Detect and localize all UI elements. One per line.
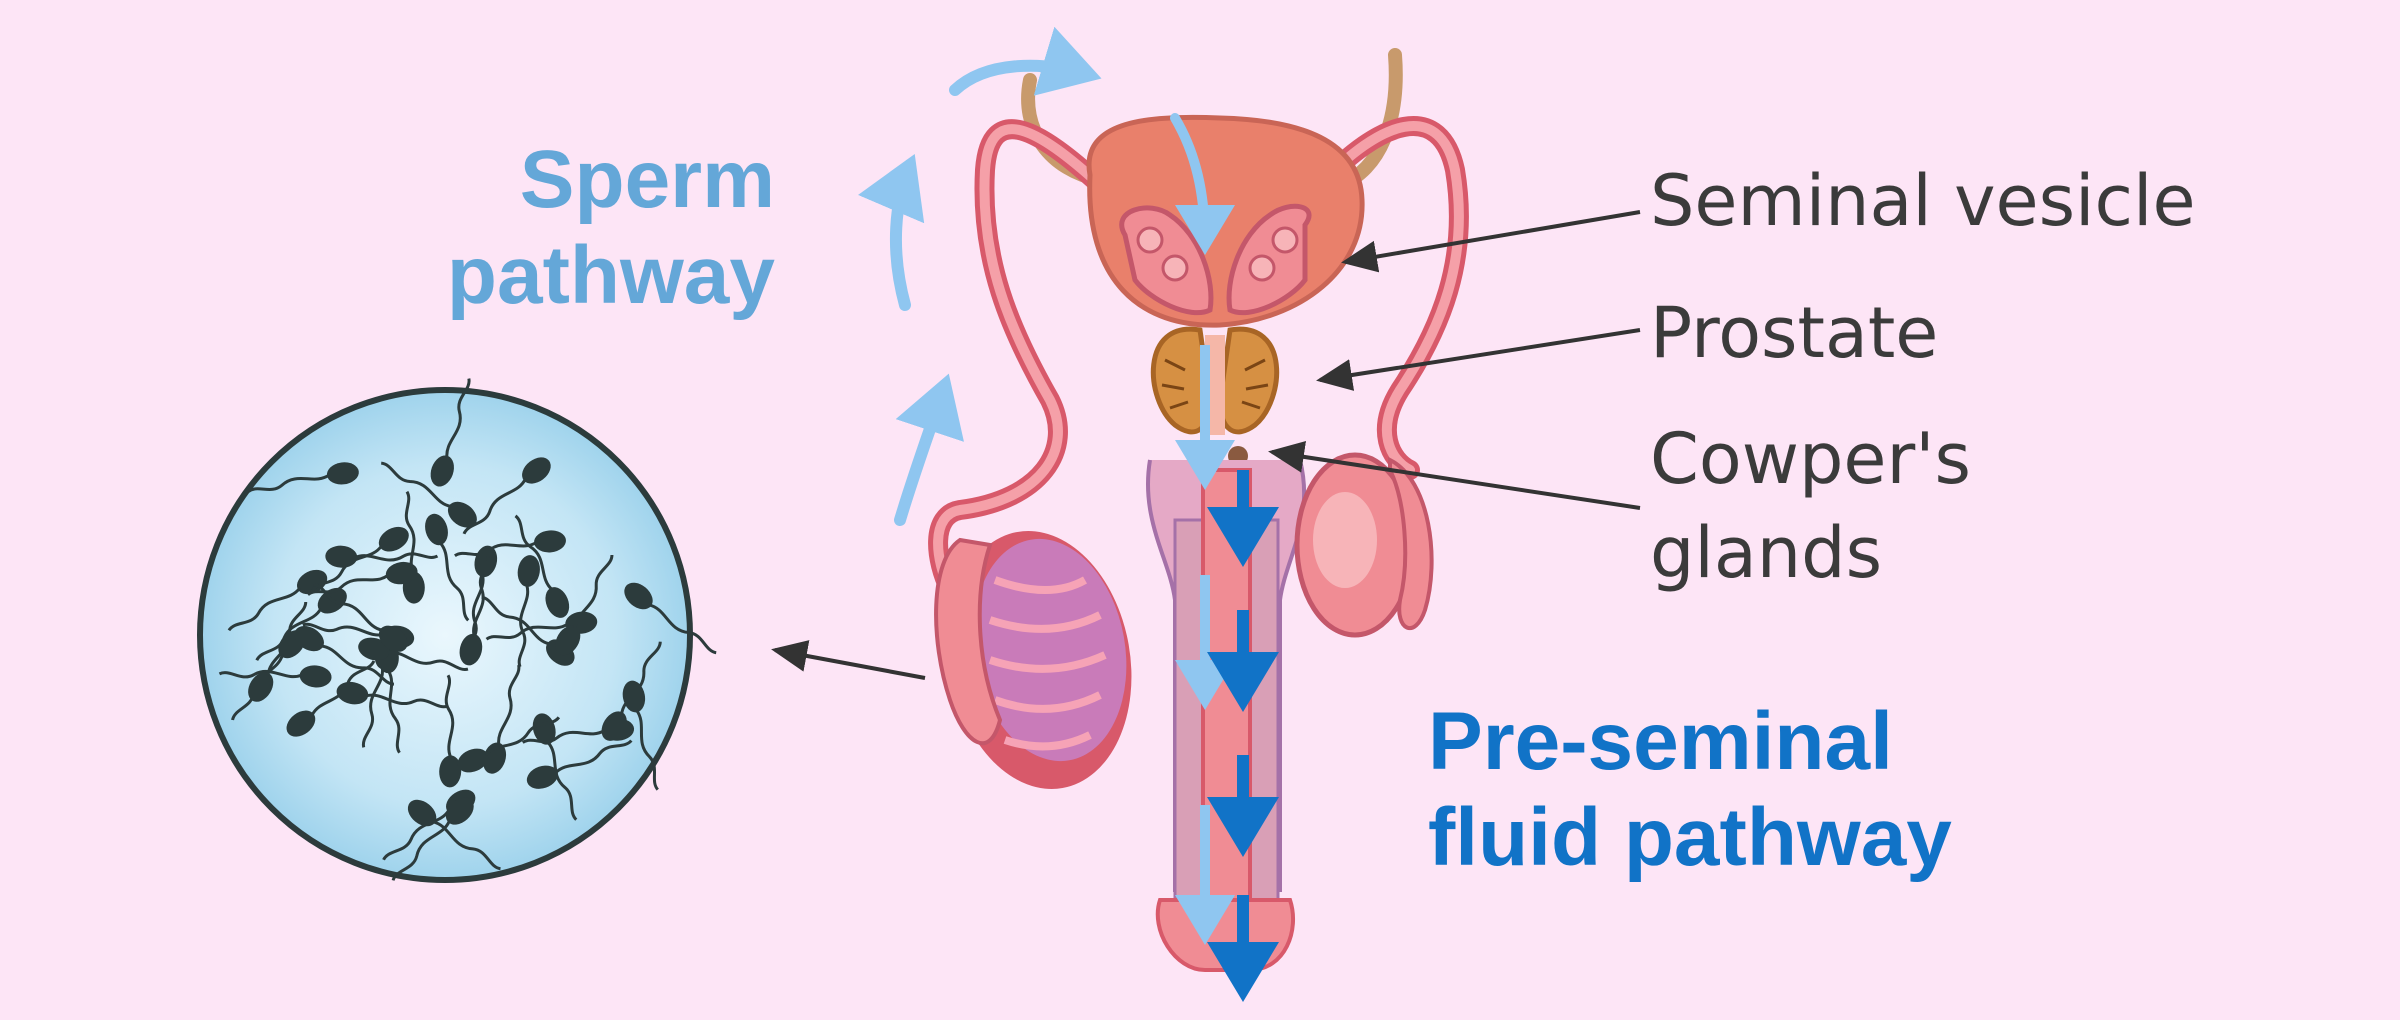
preseminal-pathway-line2: fluid pathway — [1428, 792, 1952, 883]
testis-right — [1294, 452, 1434, 638]
sperm-cell — [248, 601, 308, 702]
sperm-cell-magnification — [197, 378, 717, 883]
seminal-vesicles — [1119, 203, 1312, 316]
preseminal-pathway-line1: Pre-seminal — [1428, 696, 1893, 787]
sperm-cell — [462, 457, 551, 535]
sperm-cell — [218, 665, 332, 688]
sperm-cell — [517, 555, 540, 668]
sperm-cell — [325, 545, 439, 568]
sperm-cell — [521, 718, 635, 744]
sperm-cell — [457, 716, 561, 773]
sperm-cells — [218, 378, 717, 882]
sperm-cell — [313, 582, 408, 652]
testis-left — [934, 531, 1132, 789]
pointer-arrows — [771, 210, 1641, 680]
vas-deferens — [928, 48, 1469, 600]
sperm-cell — [380, 461, 477, 528]
cowpers-glands-label-line2: glands — [1650, 512, 1883, 594]
sperm-cell — [358, 637, 469, 671]
sperm-pathway-title: Sperm pathway — [430, 132, 775, 324]
sperm-cell — [624, 582, 717, 655]
preseminal-pathway-title: Pre-seminal fluid pathway — [1428, 694, 1952, 886]
sperm-cell — [514, 514, 570, 618]
sperm-cell — [439, 674, 462, 788]
sperm-cell — [622, 680, 660, 791]
cowpers-glands-label-line1: Cowper's — [1650, 418, 1971, 500]
seminal-vesicle-label: Seminal vesicle — [1650, 160, 2196, 242]
sperm-cell — [430, 378, 471, 487]
sperm-pathway-line2: pathway — [446, 230, 775, 321]
prostate-label: Prostate — [1650, 292, 1939, 374]
sperm-cell — [555, 554, 614, 656]
prostate-gland — [1150, 326, 1280, 435]
sperm-cell — [526, 739, 633, 789]
sperm-cell — [294, 626, 395, 686]
sperm-cell — [391, 797, 474, 882]
sperm-pathway-line1: Sperm — [519, 134, 775, 225]
sperm-cell — [306, 561, 418, 596]
sperm-cell — [311, 526, 409, 592]
sperm-cell — [425, 513, 470, 622]
sperm-cell — [247, 462, 359, 493]
sperm-cell — [459, 554, 490, 666]
sperm-cell — [407, 799, 501, 871]
sperm-pathway-arrows — [858, 26, 1235, 945]
penis-shaft — [1145, 459, 1307, 972]
